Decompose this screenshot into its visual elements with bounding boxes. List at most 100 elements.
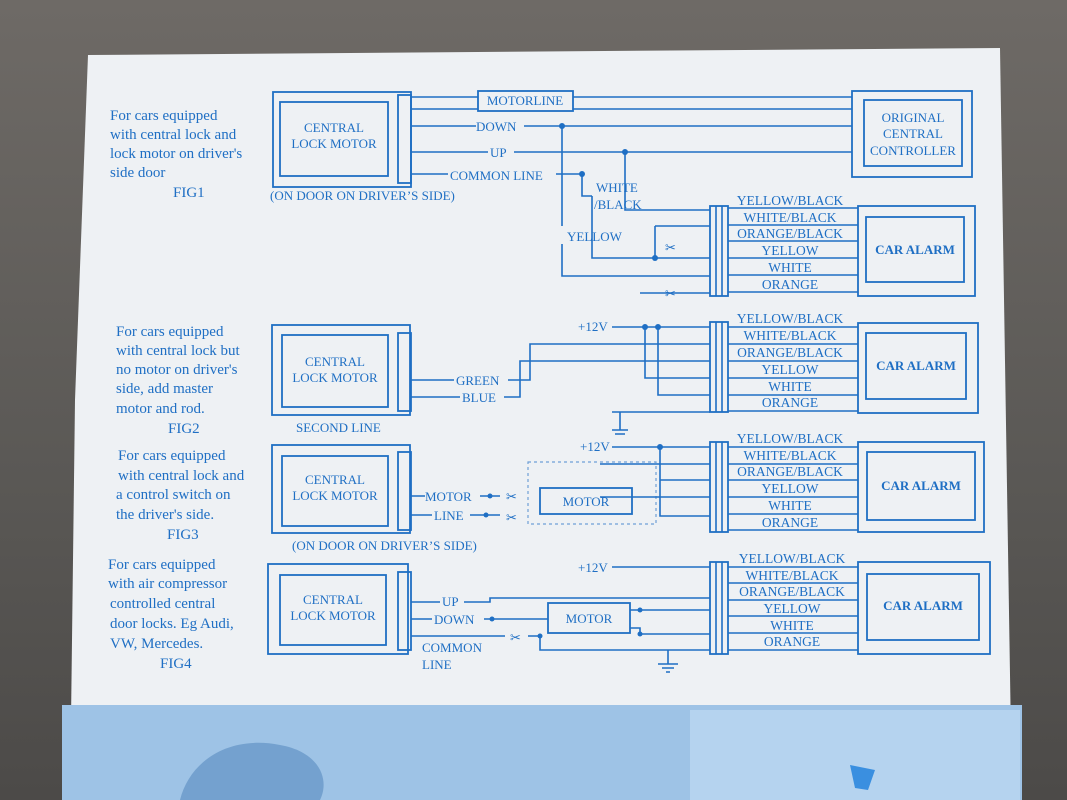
fig4-cut-mark: ✂ xyxy=(510,630,521,645)
fig2-supply-branches xyxy=(644,327,710,396)
fig3-alarm-outer xyxy=(857,441,985,533)
fig1-motor-box xyxy=(279,101,389,177)
fig2-supply-label: +12V xyxy=(578,319,608,334)
fig1-alarm-box xyxy=(865,216,965,283)
fig1-controller-text3: CONTROLLER xyxy=(870,143,956,158)
fig4-desc-line1: For cars equipped xyxy=(108,557,216,573)
fig2-motor-text2: LOCK MOTOR xyxy=(292,370,378,385)
fig2-alarm-wire-1: YELLOW/BLACK xyxy=(737,311,844,326)
fig1-alarm-wire-1: YELLOW/BLACK xyxy=(737,193,844,208)
fig1: For cars equipped with central lock and … xyxy=(110,90,976,301)
fig3-desc-line4: the driver's side. xyxy=(116,507,214,523)
fig3-cut-mark-1: ✂ xyxy=(506,489,517,504)
fig3-motor-outer xyxy=(271,444,411,534)
fig3-alarm-wire-5: WHITE xyxy=(768,498,811,513)
fig1-motor-plug xyxy=(397,94,412,184)
fig1-alarm-outer xyxy=(857,205,976,297)
fig1-alarm-wire-5: WHITE xyxy=(768,260,811,275)
fig1-branch-common xyxy=(581,174,592,197)
fig3-desc-line3: a control switch on xyxy=(116,487,231,503)
fig4-desc-line4: door locks. Eg Audi, xyxy=(110,616,234,632)
fig3-desc-line2: with central lock and xyxy=(118,468,245,484)
fig2-motor-outer xyxy=(271,324,411,416)
fig3-connector-lines xyxy=(715,442,723,532)
fig1-branch-common-down xyxy=(591,196,710,259)
fig3-motor-box xyxy=(281,455,389,527)
fig4: For cars equipped with air compressor co… xyxy=(108,551,991,673)
fig4-alarm-wire-3: ORANGE/BLACK xyxy=(739,584,845,599)
fig1-branch-up xyxy=(624,152,710,211)
fig3-supply-branches xyxy=(659,447,710,517)
fig1-controller-outer xyxy=(851,90,973,178)
fig2-alarm-wire-3: ORANGE/BLACK xyxy=(737,345,843,360)
fig1-alarm-wire-6: ORANGE xyxy=(762,277,818,292)
fig3-motor-plug xyxy=(397,451,412,531)
fig1-alarm-wire-2: WHITE/BLACK xyxy=(744,210,837,225)
fig4-inner-motor xyxy=(547,602,631,634)
fig1-mid-yellow: YELLOW xyxy=(567,229,623,244)
fig3-alarm-box xyxy=(866,451,976,521)
fig4-wire-up-label: UP xyxy=(442,594,459,609)
fig2-wire-blue xyxy=(411,360,710,398)
fig3-inner-motor-label: MOTOR xyxy=(563,494,610,509)
fig4-wire-common-label1: COMMON xyxy=(422,640,483,655)
fig4-desc-line2: with air compressor xyxy=(108,576,227,592)
fig2-connector xyxy=(709,321,729,413)
fig4-desc-line3: controlled central xyxy=(110,596,215,612)
fig3-supply-label: +12V xyxy=(580,439,610,454)
fig3-connector xyxy=(709,441,729,533)
fig4-connector xyxy=(709,561,729,655)
fig4-motor-plug xyxy=(397,571,412,651)
fig3-motor-caption: (ON DOOR ON DRIVER’S SIDE) xyxy=(292,538,477,553)
fig2-desc-line4: side, add master xyxy=(116,381,213,397)
fig3-wire-motor-label: MOTOR xyxy=(425,489,472,504)
fig1-wire-down-label: DOWN xyxy=(476,119,517,134)
fig1-cut-mark-2: ✂ xyxy=(665,286,676,301)
fig1-desc-line4: side door xyxy=(110,165,165,181)
fig3-alarm-wires xyxy=(728,446,858,531)
fig1-controller-box xyxy=(863,99,963,167)
fig3-alarm-wire-3: ORANGE/BLACK xyxy=(737,464,843,479)
fig1-alarm-label: CAR ALARM xyxy=(875,242,955,257)
fig1-alarm-wires xyxy=(728,207,858,293)
fig2: For cars equipped with central lock but … xyxy=(116,311,979,437)
fig4-motor-text1: CENTRAL xyxy=(303,592,363,607)
fig4-motor-text2: LOCK MOTOR xyxy=(290,608,376,623)
fig3-wire-line-label: LINE xyxy=(434,508,464,523)
fig4-alarm-wire-2: WHITE/BLACK xyxy=(746,568,839,583)
fig1-desc-line3: lock motor on driver's xyxy=(110,146,242,162)
fig2-desc-line1: For cars equipped xyxy=(116,324,224,340)
fig1-wire-motorline-label: MOTORLINE xyxy=(487,93,563,108)
fig4-label: FIG4 xyxy=(160,656,192,672)
fig4-alarm-wire-1: YELLOW/BLACK xyxy=(739,551,846,566)
fig4-motor-box xyxy=(279,574,387,646)
fig2-motor-plug xyxy=(397,332,412,412)
fig2-alarm-wire-6: ORANGE xyxy=(762,395,818,410)
footer-mark xyxy=(850,765,875,790)
fig3-alarm-wire-4: YELLOW xyxy=(762,481,819,496)
fig1-mid-white: WHITE xyxy=(596,180,638,195)
fig4-wire-up xyxy=(411,597,710,603)
fig2-wire-green xyxy=(411,343,710,381)
fig4-alarm-wire-4: YELLOW xyxy=(764,601,821,616)
fig1-connector-lines xyxy=(715,206,723,296)
fig3-motor-text2: LOCK MOTOR xyxy=(292,488,378,503)
fig2-wire-green-label: GREEN xyxy=(456,373,500,388)
fig2-alarm-wires xyxy=(728,326,858,412)
fig4-connector-lines xyxy=(715,562,723,654)
fig4-desc-line5: VW, Mercedes. xyxy=(110,636,203,652)
fig2-alarm-wire-5: WHITE xyxy=(768,379,811,394)
fig4-alarm-label: CAR ALARM xyxy=(883,598,963,613)
fig2-alarm-wire-2: WHITE/BLACK xyxy=(744,328,837,343)
fig4-alarm-wires xyxy=(728,566,858,651)
fig1-alarm-wire-4: YELLOW xyxy=(762,243,819,258)
fig1-wire-up-label: UP xyxy=(490,145,507,160)
fig3-alarm-wire-2: WHITE/BLACK xyxy=(744,448,837,463)
fig4-motor-out xyxy=(630,609,710,635)
fig4-alarm-wire-5: WHITE xyxy=(770,618,813,633)
fig3-motor-branches xyxy=(600,463,710,498)
fig2-label: FIG2 xyxy=(168,421,200,437)
fig4-alarm-outer xyxy=(857,561,991,655)
fig4-inner-motor-label: MOTOR xyxy=(566,611,613,626)
